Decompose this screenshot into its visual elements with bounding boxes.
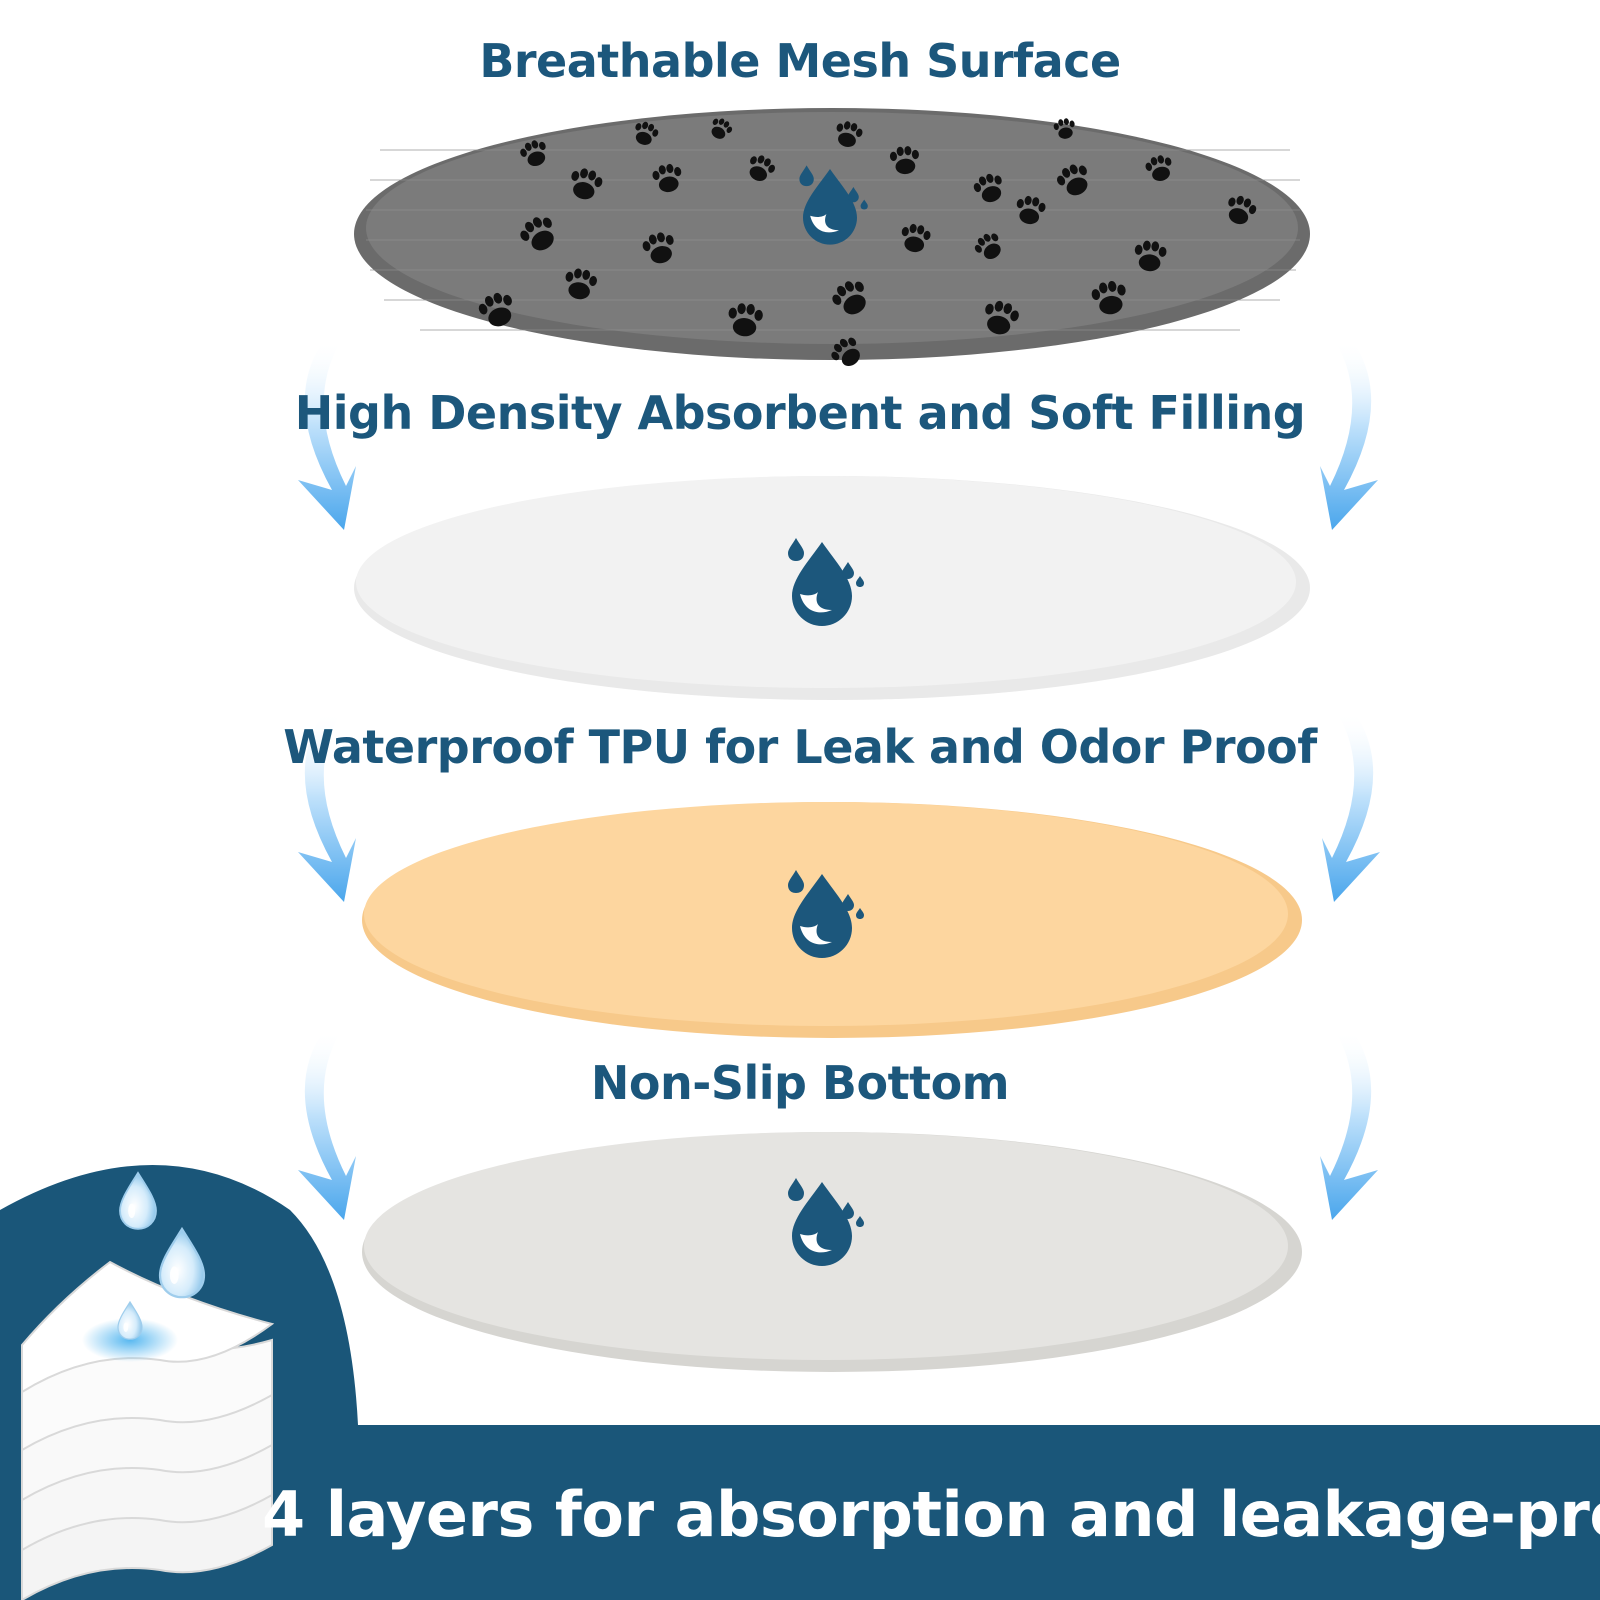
layer-4-title: Non-Slip Bottom (590, 1056, 1010, 1110)
layer-2-title: High Density Absorbent and Soft Filling (294, 386, 1306, 440)
mesh-surface-mat (354, 108, 1310, 373)
stacked-layers-illustration (21, 1172, 275, 1600)
layer-1-title: Breathable Mesh Surface (479, 34, 1121, 88)
waterproof-tpu-mat (362, 802, 1302, 1038)
absorbent-filling-mat (354, 476, 1310, 700)
bottom-banner (0, 1165, 1600, 1600)
banner-headline: 4 layers for absorption and leakage-proo… (262, 1478, 1600, 1551)
non-slip-bottom-mat (362, 1132, 1302, 1372)
layer-3-title: Waterproof TPU for Leak and Odor Proof (283, 720, 1317, 774)
